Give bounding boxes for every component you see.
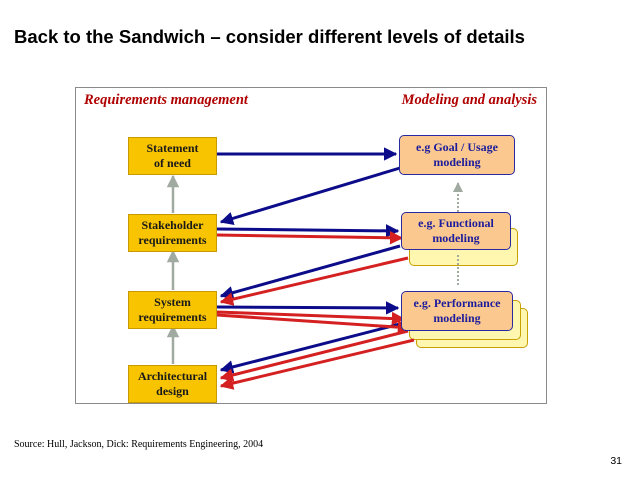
blue-trace-arrow: [219, 244, 401, 300]
page-number: 31: [610, 455, 622, 467]
source-citation: Source: Hull, Jackson, Dick: Requirement…: [14, 439, 264, 450]
red-trace-arrow: [219, 329, 409, 382]
modeling-analysis-header: Modeling and analysis: [401, 92, 537, 108]
box-label-line: e.g. Functional: [418, 216, 494, 230]
box-label-line: of need: [153, 156, 191, 170]
box-label-line: modeling: [433, 311, 481, 325]
box-label-line: modeling: [432, 231, 480, 245]
blue-trace-arrow: [216, 224, 400, 238]
box-label-line: Statement: [146, 141, 199, 155]
red-trace-arrow: [216, 313, 412, 334]
red-trace-arrow: [216, 310, 406, 326]
box-label-line: requirements: [138, 310, 207, 324]
requirements-management-header: Requirements management: [84, 92, 248, 108]
red-trace-arrow: [219, 338, 415, 390]
box-label-line: Architectural: [137, 369, 208, 383]
box-label-line: System: [154, 295, 191, 309]
box-label-line: Stakeholder: [141, 218, 204, 232]
blue-trace-arrow: [216, 301, 400, 315]
box-label-line: modeling: [433, 155, 481, 169]
blue-trace-arrow: [219, 166, 401, 225]
blue-trace-arrow: [219, 322, 401, 374]
box-label-line: e.g Goal / Usage: [416, 140, 498, 154]
traceability-links: [166, 147, 463, 390]
red-trace-arrow: [216, 231, 404, 245]
box-label-line: design: [156, 384, 189, 398]
box-label-line: requirements: [138, 233, 207, 247]
red-trace-arrow: [219, 256, 409, 306]
sandwich-diagram: Requirements management Modeling and ana…: [75, 87, 547, 404]
slide-title: Back to the Sandwich – consider differen…: [14, 26, 525, 47]
box-label-line: e.g. Performance: [413, 296, 501, 310]
